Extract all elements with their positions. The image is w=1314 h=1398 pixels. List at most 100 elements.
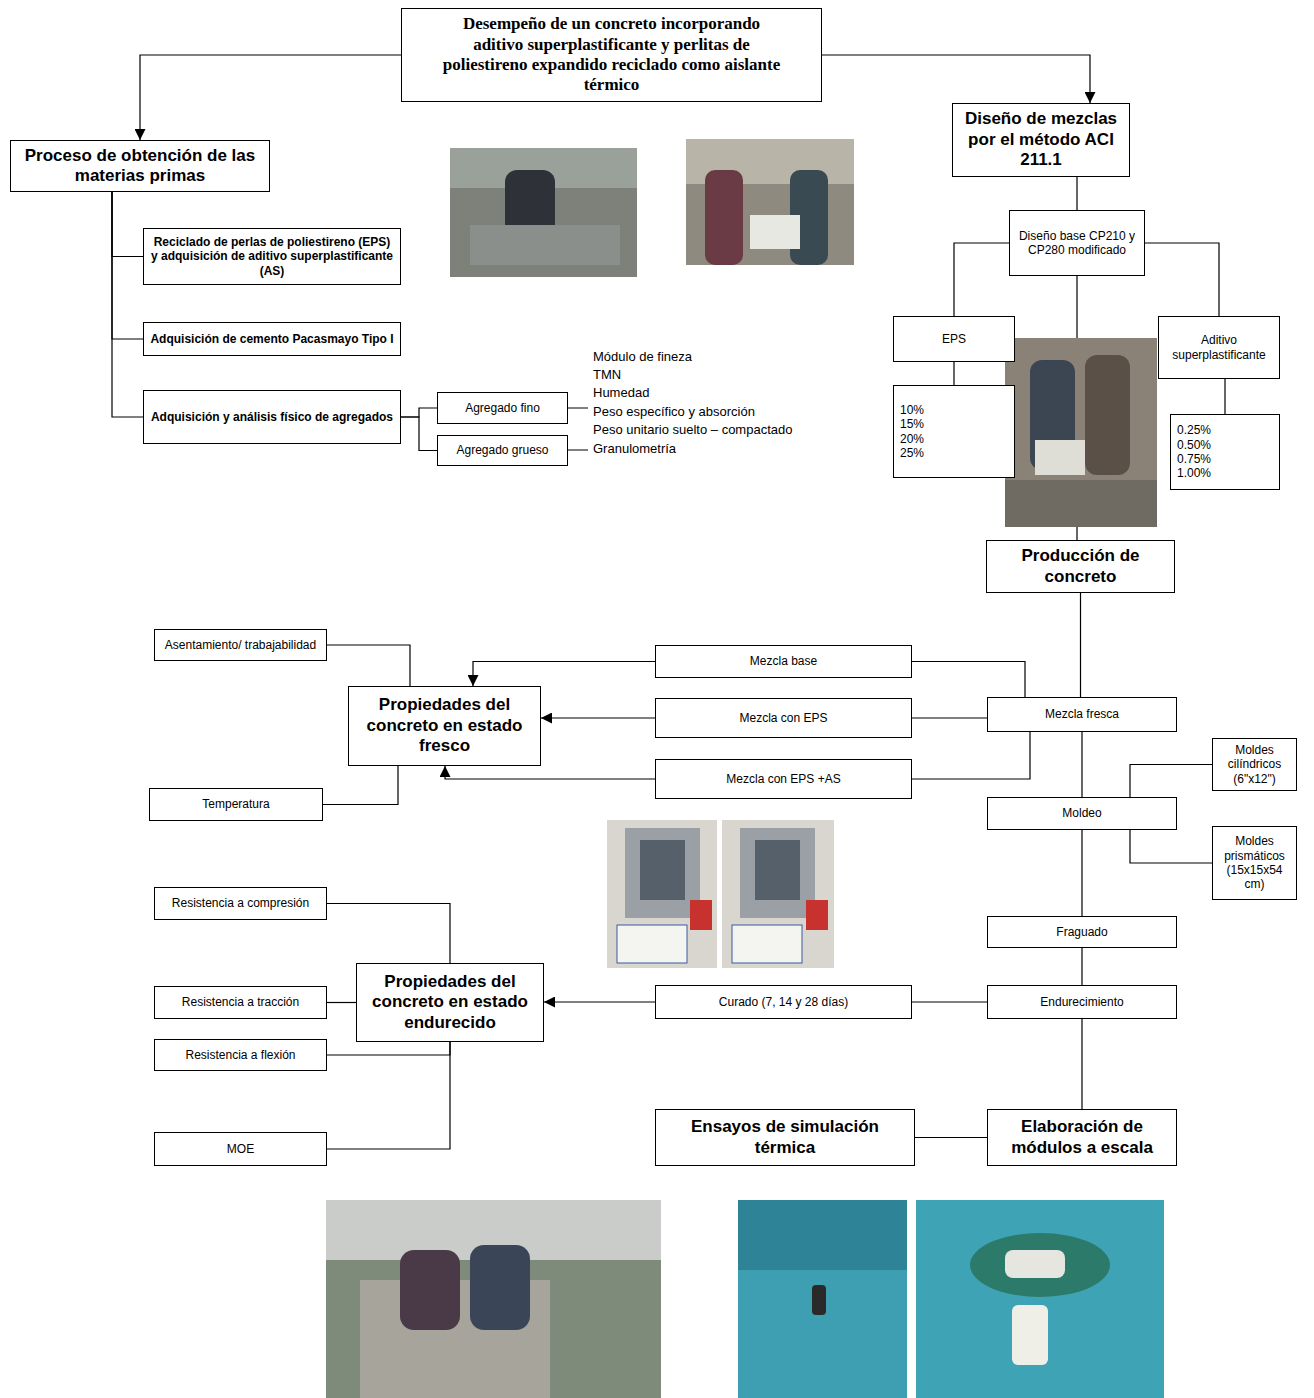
connector <box>1224 379 1225 414</box>
photo-part <box>705 170 743 265</box>
box-text: Propiedades del concreto en estado fresc… <box>355 695 534 756</box>
connector <box>912 1001 987 1002</box>
process-box: Moldeo <box>987 797 1177 830</box>
photo <box>450 148 637 277</box>
box-text: 0.75% <box>1177 452 1211 466</box>
process-box: Diseño base CP210 y CP280 modificado <box>1009 210 1145 276</box>
process-box: Elaboración de módulos a escala <box>987 1109 1177 1166</box>
box-text: 15% <box>900 417 924 431</box>
leader-line <box>568 408 588 409</box>
photo-part <box>812 1285 826 1315</box>
property-label: Módulo de fineza <box>593 349 692 365</box>
photo-part <box>750 215 800 249</box>
box-text: Endurecimiento <box>1040 995 1123 1009</box>
process-box: Mezcla con EPS <box>655 698 912 738</box>
box-text: Elaboración de módulos a escala <box>994 1117 1170 1158</box>
process-box: Temperatura <box>149 788 323 821</box>
process-box: Resistencia a compresión <box>154 887 327 920</box>
process-box: Diseño de mezclas por el método ACI 211.… <box>952 103 1130 177</box>
connector <box>1080 593 1081 697</box>
connector <box>915 1137 987 1138</box>
photo <box>686 139 854 265</box>
property-label: Peso específico y absorción <box>593 404 755 420</box>
photo-part <box>806 900 828 930</box>
photo <box>916 1200 1164 1398</box>
box-text: Mezcla con EPS +AS <box>726 772 840 786</box>
photo-part <box>755 840 800 900</box>
photo <box>1005 338 1157 527</box>
box-text: Desempeño de un concreto incorporando ad… <box>442 14 781 96</box>
box-text: Adquisición de cemento Pacasmayo Tipo I <box>150 332 393 346</box>
box-text: Reciclado de perlas de poliestireno (EPS… <box>150 235 394 278</box>
connector <box>1081 732 1082 797</box>
box-text: Moldes prismáticos (15x15x54 cm) <box>1218 834 1291 892</box>
photo-part <box>640 840 685 900</box>
connector <box>954 243 1009 316</box>
process-box: Moldes cilíndricos (6"x12") <box>1212 738 1297 791</box>
connector <box>1130 830 1212 863</box>
box-text: Diseño base CP210 y CP280 modificado <box>1015 229 1139 258</box>
box-text: Moldeo <box>1062 806 1101 820</box>
box-text: Asentamiento/ trabajabilidad <box>165 638 316 652</box>
box-text: Aditivo superplastificante <box>1164 333 1274 362</box>
box-text: 1.00% <box>1177 466 1211 480</box>
box-text: Diseño de mezclas por el método ACI 211.… <box>959 109 1123 170</box>
connector <box>323 766 398 805</box>
process-box: Reciclado de perlas de poliestireno (EPS… <box>143 228 401 285</box>
process-box: Agregado grueso <box>437 435 568 466</box>
connector <box>140 55 401 140</box>
box-text: 0.50% <box>1177 438 1211 452</box>
property-label: TMN <box>593 367 621 383</box>
process-box: Mezcla fresca <box>987 697 1177 732</box>
photo-part <box>625 828 700 918</box>
process-box: Adquisición y análisis físico de agregad… <box>143 390 401 444</box>
process-box: EPS <box>893 316 1015 362</box>
box-text: Mezcla con EPS <box>739 711 827 725</box>
photo <box>722 820 834 968</box>
process-box: Resistencia a flexión <box>154 1039 327 1071</box>
process-box: Mezcla con EPS +AS <box>655 759 912 799</box>
box-text: Fraguado <box>1056 925 1107 939</box>
photo-part <box>690 900 712 930</box>
process-box: Propiedades del concreto en estado endur… <box>356 963 544 1042</box>
connector <box>1081 948 1082 985</box>
photo <box>1005 338 1157 527</box>
connector <box>541 717 655 718</box>
box-text: Temperatura <box>202 797 269 811</box>
photo <box>916 1200 1164 1398</box>
photo-part <box>1035 440 1085 475</box>
photo <box>686 139 854 265</box>
process-box: Endurecimiento <box>987 985 1177 1019</box>
process-box: Fraguado <box>987 916 1177 948</box>
photo <box>607 820 717 968</box>
photo <box>738 1200 907 1398</box>
box-text: 20% <box>900 432 924 446</box>
process-box: 0.25%0.50%0.75%1.00% <box>1170 414 1280 490</box>
photo <box>326 1200 661 1398</box>
box-text: Curado (7, 14 y 28 días) <box>719 995 848 1009</box>
process-box: MOE <box>154 1132 327 1166</box>
process-box: Ensayos de simulación térmica <box>655 1109 915 1166</box>
photo-part <box>732 925 802 963</box>
box-text: Mezcla base <box>750 654 817 668</box>
process-box: Propiedades del concreto en estado fresc… <box>348 686 541 766</box>
photo <box>450 148 637 277</box>
box-text: Propiedades del concreto en estado endur… <box>363 972 537 1033</box>
box-text: 25% <box>900 446 924 460</box>
connector <box>1145 243 1219 316</box>
connector <box>112 192 143 417</box>
photo <box>738 1200 907 1398</box>
leader-line <box>568 450 588 451</box>
box-text: 10% <box>900 403 924 417</box>
process-box: Mezcla base <box>655 645 912 678</box>
box-text: Resistencia a compresión <box>172 896 309 910</box>
process-box: Proceso de obtención de las materias pri… <box>10 140 270 192</box>
box-text: 0.25% <box>1177 423 1211 437</box>
connector <box>327 645 410 686</box>
photo-part <box>470 225 620 265</box>
process-box: Adquisición de cemento Pacasmayo Tipo I <box>143 322 401 356</box>
connector <box>445 766 655 779</box>
photo-part <box>1085 355 1130 475</box>
photo-part <box>1005 1250 1065 1278</box>
connector <box>912 662 1025 698</box>
